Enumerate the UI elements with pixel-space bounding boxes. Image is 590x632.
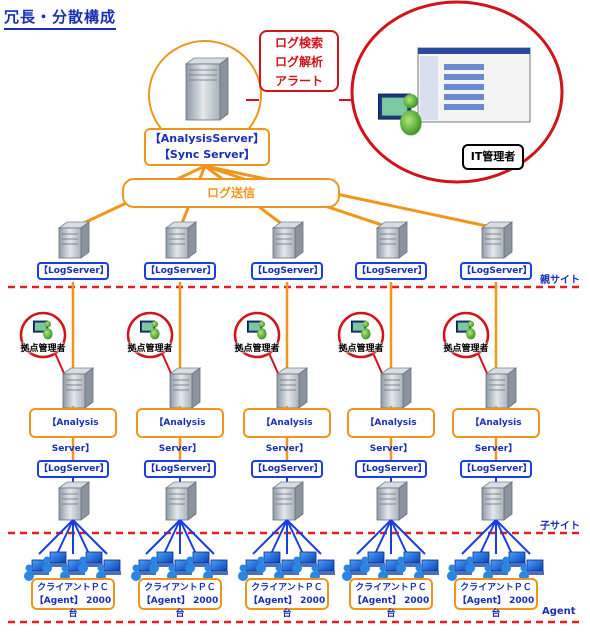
- client-agent-count-1: 【Agent】 2000 台: [34, 596, 112, 619]
- client-pc-box-5: クライアントＰＣ 【Agent】 2000 台: [454, 578, 538, 619]
- client-pc-group-icon-5: [447, 551, 544, 581]
- it-admin-person-icon: [377, 93, 422, 136]
- child-analysis-server-icon-4: [379, 367, 413, 409]
- child-analysis-server-box-1-label: 【Analysis Server】: [47, 418, 99, 454]
- parent-log-server-icon-1: [57, 221, 91, 259]
- site-admin-label-2: 拠点管理者: [127, 344, 173, 354]
- child-log-server-box-2: 【LogServer】: [144, 460, 216, 478]
- site-admin-person-icon-4: [350, 320, 371, 340]
- client-pc-group-icon-1: [24, 551, 121, 581]
- parent-log-server-icon-5: [480, 221, 514, 259]
- client-pc-label-3: クライアントＰＣ: [251, 583, 323, 593]
- parent-site-label: 親サイト: [540, 275, 580, 286]
- child-log-server-box-1: 【LogServer】: [37, 460, 109, 478]
- child-log-server-box-3-label: 【LogServer】: [253, 464, 323, 474]
- child-site-label: 子サイト: [540, 521, 580, 532]
- child-analysis-server-box-4: 【Analysis Server】: [347, 408, 435, 454]
- parent-log-server-box-5-label: 【LogServer】: [462, 266, 532, 276]
- client-pc-group-icon-3: [238, 551, 335, 581]
- child-analysis-server-box-5: 【Analysis Server】: [452, 408, 540, 454]
- site-admin-label-5: 拠点管理者: [443, 344, 489, 354]
- site-admin-circle-3: [233, 311, 281, 359]
- top-analysis-server-label: 【AnalysisServer】: [149, 132, 265, 145]
- site-admin-circle-2: [126, 311, 174, 359]
- analysis-server-icon: [184, 57, 230, 121]
- site-admin-person-icon-2: [139, 320, 160, 340]
- function-alert: アラート: [274, 74, 323, 88]
- child-analysis-server-box-3: 【Analysis Server】: [243, 408, 331, 454]
- client-pc-group-icon-2: [131, 551, 228, 581]
- function-log-analysis: ログ解析: [274, 55, 323, 69]
- parent-log-server-box-2: 【LogServer】: [144, 262, 216, 280]
- child-log-server-icon-1: [57, 481, 91, 521]
- site-admin-person-icon-1: [33, 320, 53, 340]
- parent-log-server-box-2-label: 【LogServer】: [146, 266, 216, 276]
- parent-log-server-box-3-label: 【LogServer】: [253, 266, 323, 276]
- site-admin-person-icon-5: [455, 320, 476, 340]
- child-analysis-server-icon-2: [168, 367, 202, 409]
- child-analysis-server-box-5-label: 【Analysis Server】: [470, 418, 522, 454]
- function-log-search: ログ検索: [274, 36, 323, 50]
- child-log-server-icon-4: [375, 481, 409, 521]
- parent-log-server-box-1-label: 【LogServer】: [39, 266, 109, 276]
- child-analysis-server-icon-5: [484, 367, 518, 409]
- child-log-server-icon-5: [480, 481, 514, 521]
- site-admin-person-icon-3: [246, 320, 267, 340]
- client-pc-box-3: クライアントＰＣ 【Agent】 2000 台: [245, 578, 329, 619]
- top-analysis-server-box: 【AnalysisServer】 【Sync Server】: [144, 128, 270, 166]
- function-list: ログ検索 ログ解析 アラート: [259, 30, 339, 92]
- client-pc-box-1: クライアントＰＣ 【Agent】 2000 台: [31, 578, 115, 619]
- client-pc-label-4: クライアントＰＣ: [355, 583, 427, 593]
- child-log-server-icon-2: [164, 481, 198, 521]
- client-pc-label-1: クライアントＰＣ: [37, 583, 109, 593]
- parent-log-server-box-1: 【LogServer】: [37, 262, 109, 280]
- child-log-server-box-4: 【LogServer】: [355, 460, 427, 478]
- child-log-server-box-5-label: 【LogServer】: [462, 464, 532, 474]
- page-title: 冗長・分散構成: [4, 6, 117, 30]
- parent-log-server-icon-2: [164, 221, 198, 259]
- client-pc-box-4: クライアントＰＣ 【Agent】 2000 台: [349, 578, 433, 619]
- child-analysis-server-box-1: 【Analysis Server】: [29, 408, 117, 454]
- site-admin-circle-5: [442, 311, 490, 359]
- parent-log-server-icon-3: [271, 221, 305, 259]
- parent-log-server-icon-4: [375, 221, 409, 259]
- client-agent-count-2: 【Agent】 2000 台: [141, 596, 219, 619]
- client-pc-label-2: クライアントＰＣ: [144, 583, 216, 593]
- parent-log-server-box-3: 【LogServer】: [251, 262, 323, 280]
- client-pc-label-5: クライアントＰＣ: [460, 583, 532, 593]
- child-analysis-server-box-3-label: 【Analysis Server】: [261, 418, 313, 454]
- client-pc-box-2: クライアントＰＣ 【Agent】 2000 台: [138, 578, 222, 619]
- child-log-server-box-5: 【LogServer】: [460, 460, 532, 478]
- parent-log-server-box-4: 【LogServer】: [355, 262, 427, 280]
- child-log-server-box-3: 【LogServer】: [251, 460, 323, 478]
- agent-label: Agent: [542, 606, 576, 617]
- client-agent-count-5: 【Agent】 2000 台: [457, 596, 535, 619]
- site-admin-circle-1: [19, 311, 67, 359]
- client-agent-count-4: 【Agent】 2000 台: [352, 596, 430, 619]
- parent-log-server-box-5: 【LogServer】: [460, 262, 532, 280]
- child-analysis-server-box-4-label: 【Analysis Server】: [365, 418, 417, 454]
- child-analysis-server-box-2-label: 【Analysis Server】: [154, 418, 206, 454]
- child-analysis-server-icon-1: [61, 367, 95, 409]
- child-log-server-box-4-label: 【LogServer】: [357, 464, 427, 474]
- child-log-server-icon-3: [271, 481, 305, 521]
- log-transfer-box: ログ送信: [122, 178, 340, 208]
- site-admin-label-3: 拠点管理者: [234, 344, 280, 354]
- child-analysis-server-box-2: 【Analysis Server】: [136, 408, 224, 454]
- admin-console-screenshot: [417, 47, 531, 123]
- top-sync-server-label: 【Sync Server】: [158, 148, 256, 161]
- child-log-server-box-2-label: 【LogServer】: [146, 464, 216, 474]
- site-admin-label-4: 拠点管理者: [338, 344, 384, 354]
- parent-log-server-box-4-label: 【LogServer】: [357, 266, 427, 276]
- client-agent-count-3: 【Agent】 2000 台: [248, 596, 326, 619]
- site-admin-circle-4: [337, 311, 385, 359]
- child-log-server-box-1-label: 【LogServer】: [39, 464, 109, 474]
- child-analysis-server-icon-3: [275, 367, 309, 409]
- admin-label: IT管理者: [462, 144, 524, 170]
- log-transfer-label: ログ送信: [206, 186, 255, 200]
- site-admin-label-1: 拠点管理者: [20, 344, 66, 354]
- client-pc-group-icon-4: [342, 551, 439, 581]
